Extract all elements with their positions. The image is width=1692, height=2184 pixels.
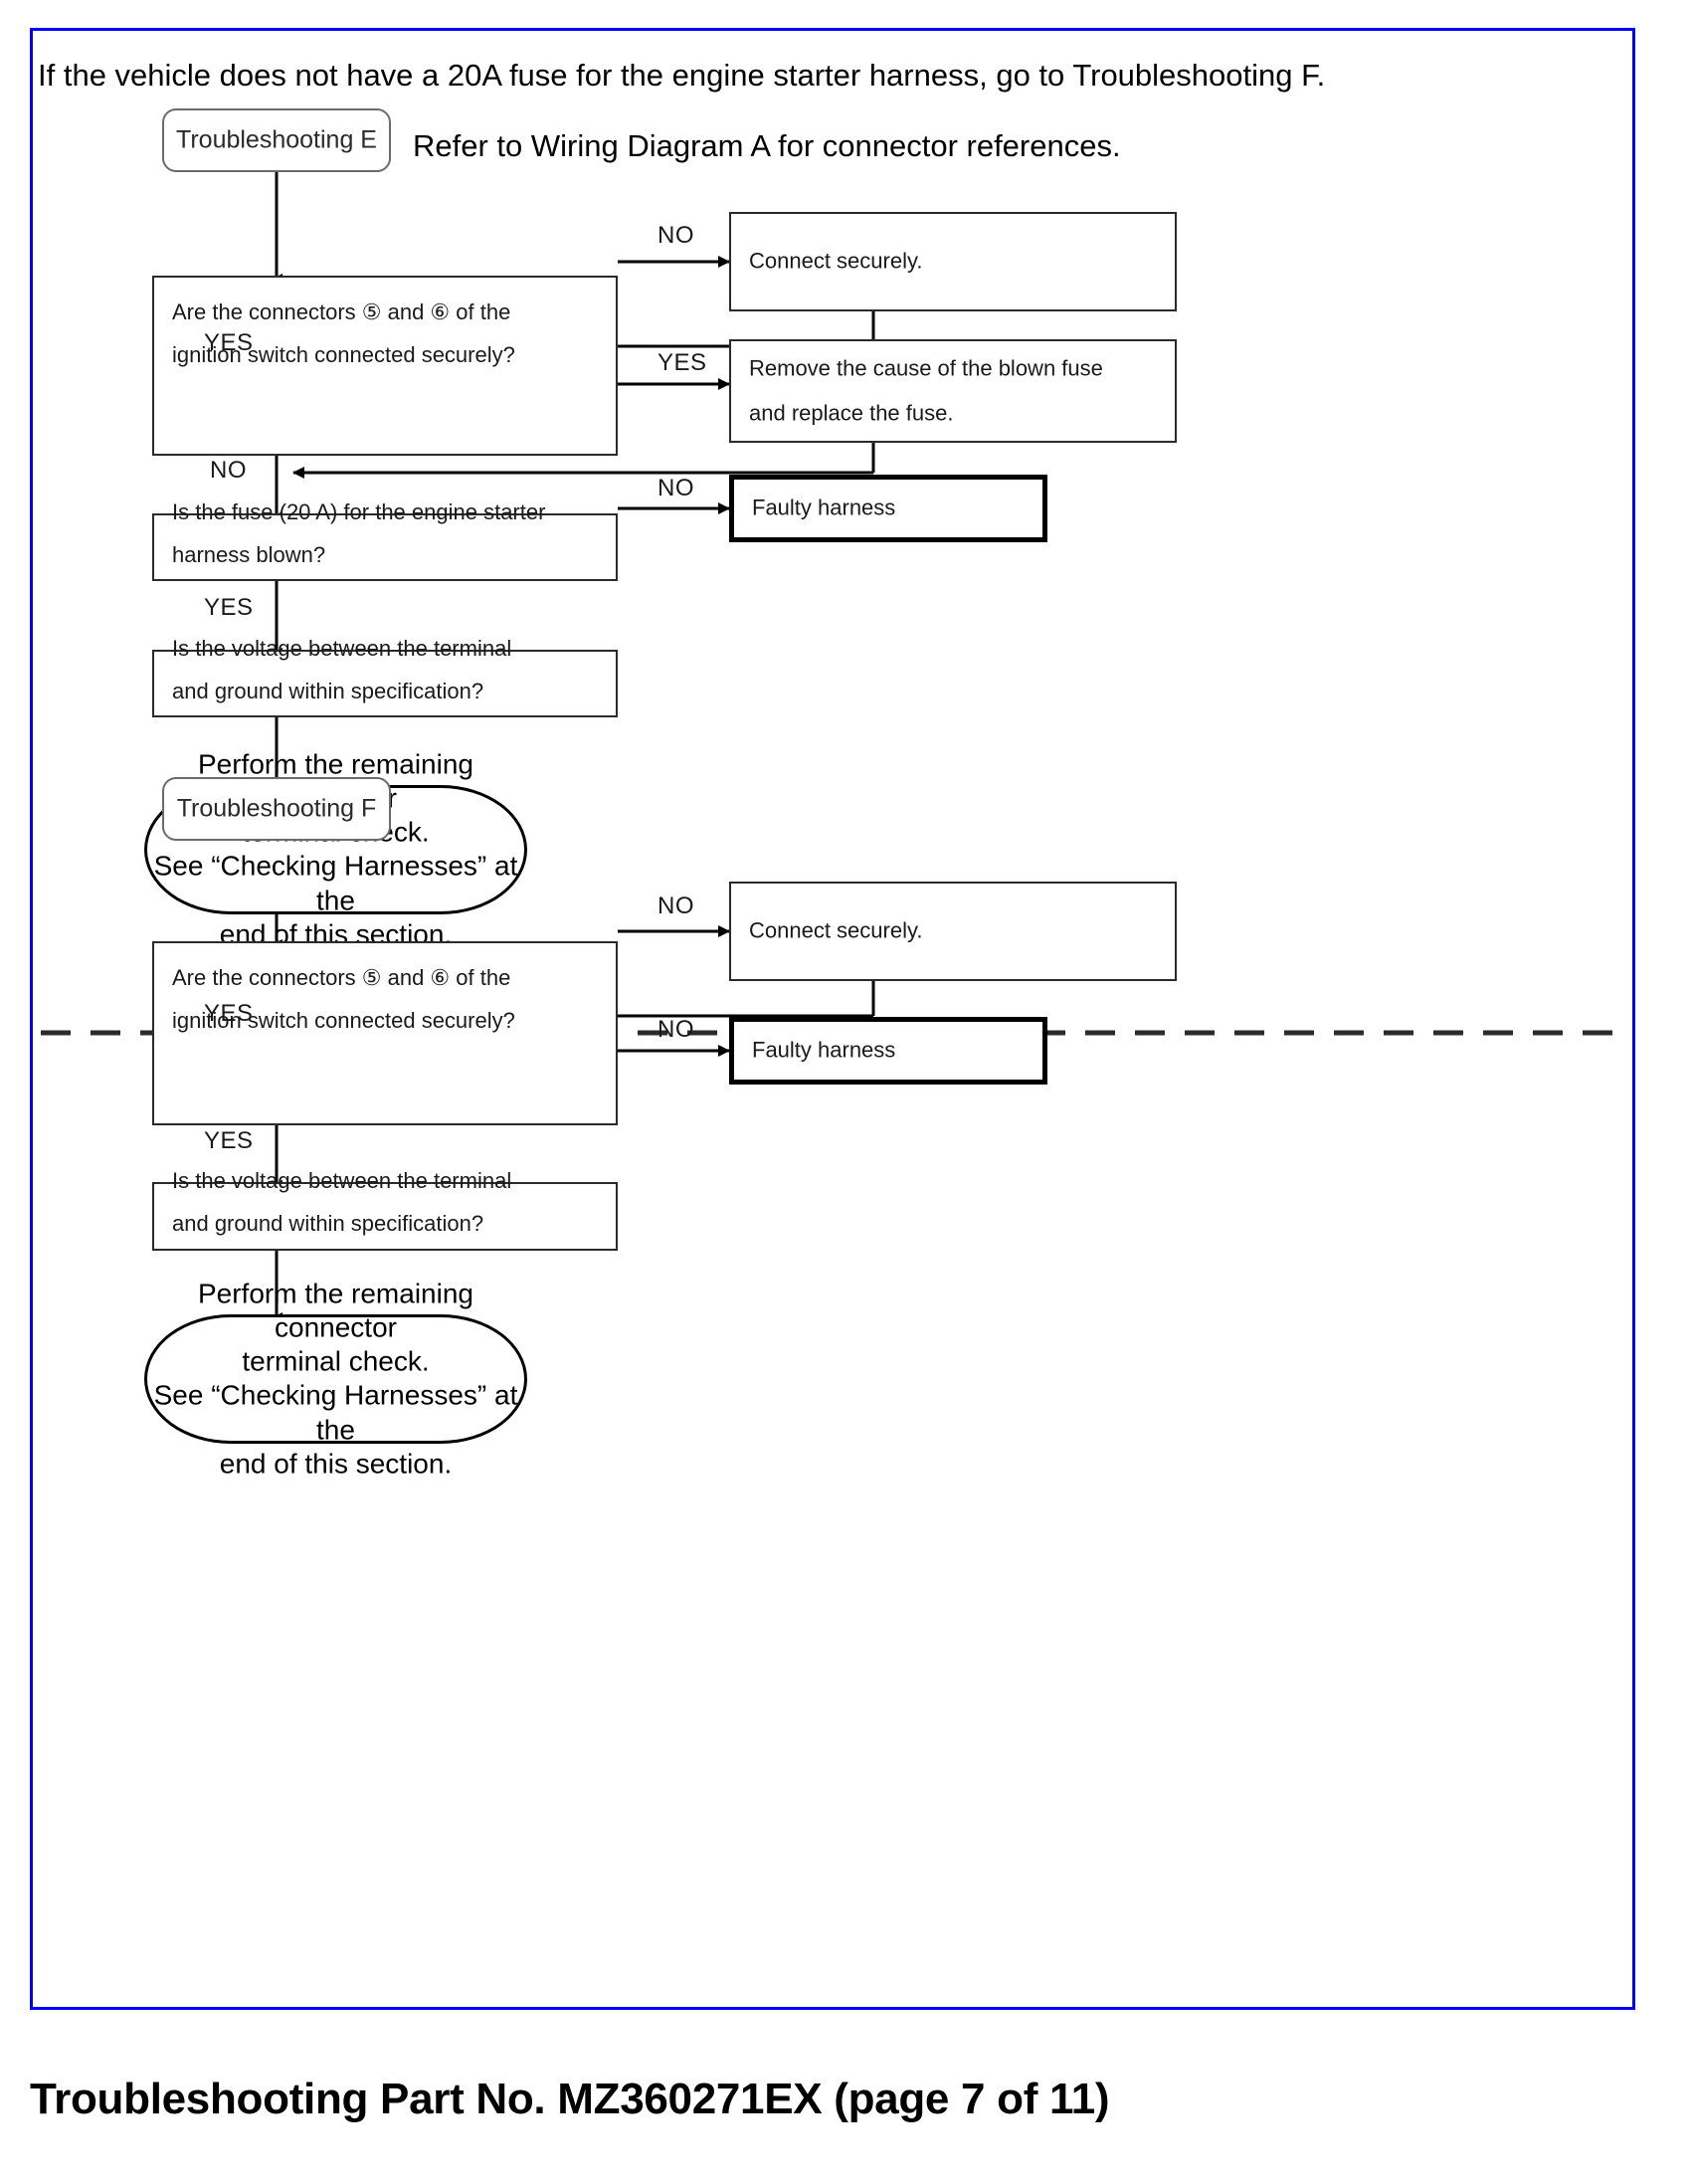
flow-e-action-replace-fuse[interactable]: Remove the cause of the blown fuse and r… <box>729 339 1177 443</box>
flow-f-terminal-text: Perform the remaining connector terminal… <box>153 1278 518 1480</box>
flow-e-q3-line1: Is the voltage between the terminal <box>172 636 512 661</box>
flow-f-q2-yes-label: YES <box>204 1127 254 1154</box>
flow-f-q2-no-label: NO <box>658 1016 694 1043</box>
flow-e-q2-yes-label: YES <box>658 349 707 376</box>
flow-e-start-label: Troubleshooting E <box>176 125 377 154</box>
flow-e-action-connect-securely[interactable]: Connect securely. <box>729 212 1177 311</box>
flow-e-a2-text: Remove the cause of the blown fuse and r… <box>749 354 1147 427</box>
flow-e-question-voltage[interactable]: Is the voltage between the terminal and … <box>152 636 618 717</box>
flow-e-q2-line1: Is the fuse (20 A) for the engine starte… <box>172 499 546 524</box>
flow-f-action-connect-securely[interactable]: Connect securely. <box>729 882 1177 981</box>
flow-f-question-connectors[interactable]: Are the connectors ⑤ and ⑥ of the igniti… <box>152 941 618 1125</box>
flow-f-q2-line1: Is the voltage between the terminal <box>172 1168 512 1193</box>
flow-f-q1-text: Are the connectors ⑤ and ⑥ of the igniti… <box>172 957 610 1043</box>
footer-caption: Troubleshooting Part No. MZ360271EX (pag… <box>30 2075 1110 2123</box>
flow-e-q1-text: Are the connectors ⑤ and ⑥ of the igniti… <box>172 292 610 377</box>
flow-e-q2-text: Is the fuse (20 A) for the engine starte… <box>172 492 610 577</box>
flow-f-q1-line1: Are the connectors ⑤ and ⑥ of the <box>172 965 511 990</box>
flow-e-q1-line2: ignition switch connected securely? <box>172 341 515 367</box>
flow-f-start-label: Troubleshooting F <box>176 794 377 823</box>
flow-e-question-connectors[interactable]: Are the connectors ⑤ and ⑥ of the igniti… <box>152 276 618 456</box>
flow-e-q3-yes-label: YES <box>204 594 254 621</box>
flow-e-q3-no-label: NO <box>658 475 694 501</box>
flow-f-q2-text: Is the voltage between the terminal and … <box>172 1160 610 1246</box>
flow-e-q1-line1: Are the connectors ⑤ and ⑥ of the <box>172 299 511 324</box>
flow-f-result-faulty-harness[interactable]: Faulty harness <box>729 1017 1047 1085</box>
flow-f-question-voltage[interactable]: Is the voltage between the terminal and … <box>152 1168 618 1251</box>
flow-f-q1-no-label: NO <box>658 893 694 919</box>
flow-e-q2-line2: harness blown? <box>172 541 326 567</box>
flow-e-a1-text: Connect securely. <box>749 248 923 274</box>
intro-note: If the vehicle does not have a 20A fuse … <box>38 58 1326 93</box>
document-page-frame: If the vehicle does not have a 20A fuse … <box>30 28 1635 2010</box>
flow-e-q2-no-label: NO <box>210 457 247 484</box>
flow-e-q1-yes-label: YES <box>204 329 254 356</box>
flow-e-q1-no-label: NO <box>658 222 694 249</box>
flow-e-question-fuse[interactable]: Is the fuse (20 A) for the engine starte… <box>152 499 618 581</box>
flow-f-q1-yes-label: YES <box>204 1000 254 1027</box>
flow-f-terminal-node[interactable]: Perform the remaining connector terminal… <box>144 1279 527 1479</box>
flow-e-a2-line1: Remove the cause of the blown fuse <box>749 355 1103 381</box>
flow-f-q2-line2: and ground within specification? <box>172 1210 484 1236</box>
wiring-diagram-note: Refer to Wiring Diagram A for connector … <box>413 128 1121 163</box>
flow-e-a2-line2: and replace the fuse. <box>749 400 954 425</box>
flow-f-a1-text: Connect securely. <box>749 917 923 943</box>
flow-e-start-node[interactable]: Troubleshooting E <box>162 108 391 172</box>
flow-e-a3-text: Faulty harness <box>752 495 896 520</box>
flow-f-a2-text: Faulty harness <box>752 1037 896 1063</box>
flow-e-q3-line2: and ground within specification? <box>172 678 484 703</box>
flow-f-start-node[interactable]: Troubleshooting F <box>162 777 391 841</box>
flow-e-q3-text: Is the voltage between the terminal and … <box>172 628 610 713</box>
flow-e-result-faulty-harness[interactable]: Faulty harness <box>729 475 1047 542</box>
flow-f-q1-line2: ignition switch connected securely? <box>172 1007 515 1033</box>
